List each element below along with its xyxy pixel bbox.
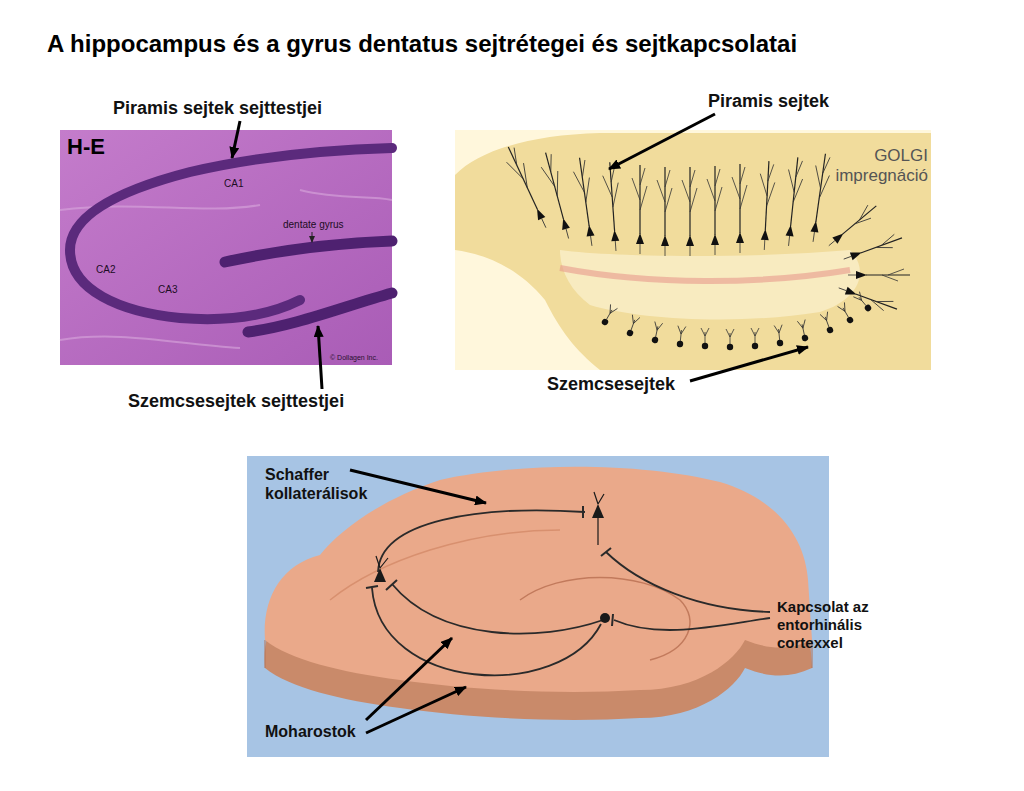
art-path bbox=[582, 506, 584, 518]
art-rect bbox=[455, 130, 931, 370]
art-path bbox=[330, 530, 560, 600]
art-path bbox=[376, 556, 388, 568]
art-path bbox=[601, 548, 611, 556]
callout-label: Piramis sejtek bbox=[708, 91, 829, 113]
art-path bbox=[614, 618, 770, 630]
callout-label: Schaffer kollaterálisok bbox=[265, 465, 400, 503]
callout-label: Szemcsesejtek sejttestjei bbox=[128, 391, 344, 413]
art-use bbox=[820, 312, 835, 335]
art-circle bbox=[600, 613, 610, 623]
leader-arrow bbox=[318, 326, 322, 389]
art-use bbox=[842, 232, 904, 264]
art-use bbox=[657, 167, 672, 256]
leader-arrow bbox=[366, 687, 466, 733]
art-use bbox=[838, 302, 856, 324]
art-path bbox=[378, 510, 585, 572]
leader-arrow bbox=[690, 347, 808, 381]
art-use bbox=[837, 282, 899, 314]
art-use bbox=[825, 201, 880, 250]
art-use bbox=[625, 315, 640, 338]
art-use bbox=[756, 161, 776, 251]
golgi-illustration bbox=[455, 130, 931, 370]
art-line bbox=[312, 232, 313, 242]
stain-label: GOLGI impregnáció bbox=[828, 146, 928, 187]
region-label: CA2 bbox=[96, 264, 115, 276]
copyright-note: © Dollagen Inc. bbox=[330, 354, 378, 362]
art-path bbox=[392, 584, 603, 634]
art-use bbox=[600, 304, 618, 326]
region-label: dentate gyrus bbox=[283, 219, 344, 231]
art-use bbox=[774, 325, 784, 347]
stain-label: H-E bbox=[67, 134, 105, 160]
art-use bbox=[572, 157, 599, 247]
art-use bbox=[538, 151, 576, 241]
art-use bbox=[805, 153, 832, 243]
art-use bbox=[781, 157, 805, 247]
leader-arrow bbox=[232, 121, 240, 158]
art-rect bbox=[247, 456, 829, 757]
art-path bbox=[70, 148, 392, 319]
art-use bbox=[751, 328, 759, 349]
leader-arrow bbox=[350, 470, 486, 503]
hippocampus-schematic bbox=[247, 456, 829, 757]
callout-label: Moharostok bbox=[265, 722, 356, 741]
art-path bbox=[560, 268, 850, 281]
art-use bbox=[701, 328, 709, 349]
art-use bbox=[726, 329, 734, 350]
art-path bbox=[455, 133, 931, 370]
callout-label: Szemcsesejtek bbox=[547, 374, 675, 396]
leader-arrow bbox=[609, 114, 715, 169]
art-use bbox=[797, 320, 809, 342]
art-use bbox=[848, 269, 910, 281]
page-title: A hippocampus és a gyrus dentatus sejtré… bbox=[47, 30, 797, 59]
art-path bbox=[372, 588, 601, 675]
art-use bbox=[676, 326, 686, 348]
art-path bbox=[225, 241, 392, 262]
art-use bbox=[632, 165, 647, 254]
art-use bbox=[853, 292, 873, 313]
art-use bbox=[707, 166, 722, 255]
art-path bbox=[594, 492, 604, 545]
art-use bbox=[732, 164, 747, 253]
art-path bbox=[374, 568, 386, 582]
art-path bbox=[612, 614, 613, 626]
art-use bbox=[682, 167, 697, 256]
leader-arrow bbox=[366, 638, 452, 720]
art-path bbox=[592, 504, 604, 518]
region-label: CA3 bbox=[158, 284, 177, 296]
region-label: CA1 bbox=[224, 178, 243, 190]
art-use bbox=[602, 162, 623, 252]
art-path bbox=[560, 250, 860, 319]
art-path bbox=[248, 293, 392, 332]
art-path bbox=[606, 552, 770, 612]
art-rect bbox=[60, 130, 392, 365]
he-histology bbox=[60, 130, 392, 365]
callout-label: Piramis sejtek sejttestjei bbox=[113, 98, 322, 120]
art-use bbox=[501, 144, 552, 231]
art-path bbox=[60, 190, 392, 348]
art-use bbox=[650, 322, 662, 344]
callout-label: Kapcsolat az entorhinális cortexxel bbox=[777, 598, 887, 652]
